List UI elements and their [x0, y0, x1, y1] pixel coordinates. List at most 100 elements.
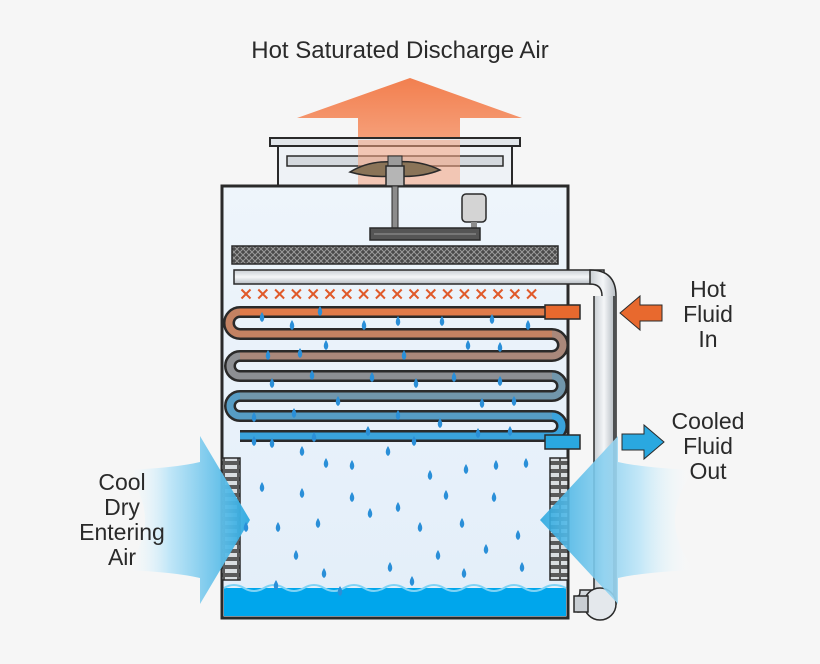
coil-bend: [226, 352, 241, 380]
droplet: [507, 426, 513, 436]
droplet: [317, 306, 323, 316]
droplet: [465, 340, 471, 350]
droplet: [349, 492, 355, 502]
spray-marker-icon: [442, 288, 453, 300]
droplet: [259, 312, 265, 322]
label-line: Fluid: [683, 301, 733, 327]
cool-air-right-arrow-icon: [540, 436, 695, 604]
label-line: In: [698, 326, 718, 352]
droplet: [493, 460, 499, 470]
droplet: [525, 320, 531, 330]
spray-marker-icon: [408, 288, 420, 300]
droplet: [491, 492, 497, 502]
droplet: [401, 350, 407, 360]
droplet: [395, 410, 401, 420]
spray-marker-icon: [274, 288, 285, 300]
drift-eliminator: [231, 245, 559, 265]
droplet: [243, 522, 249, 532]
label-line: Air: [107, 544, 137, 570]
droplet: [315, 518, 321, 528]
spray-marker-icon: [291, 288, 302, 300]
droplet: [337, 586, 343, 596]
label-line: Out: [689, 458, 727, 484]
droplet: [497, 376, 503, 386]
spray-marker-icon: [375, 288, 386, 300]
droplet: [259, 482, 265, 492]
droplet: [299, 446, 305, 456]
spray-marker-icon: [324, 288, 336, 300]
droplet: [269, 438, 275, 448]
droplet: [523, 458, 529, 468]
droplet: [519, 562, 525, 572]
droplet: [297, 348, 303, 358]
title-text: Hot Saturated Discharge Air: [251, 37, 549, 64]
droplet: [435, 550, 441, 560]
droplet: [437, 418, 443, 428]
droplet: [497, 342, 503, 352]
coil-bend: [551, 330, 567, 360]
droplet: [489, 314, 495, 324]
droplet: [483, 544, 489, 554]
spray-marker-icon: [509, 288, 521, 300]
droplet: [349, 460, 355, 470]
label-line: Cool: [98, 469, 146, 495]
label-line: Cooled: [671, 408, 745, 434]
droplet: [251, 412, 257, 422]
cool-air-left-arrow-icon: [125, 436, 250, 604]
spray-marker-icon: [341, 288, 353, 300]
droplet: [439, 316, 445, 326]
hot-fluid-in-arrow-icon: [619, 294, 663, 332]
droplet: [475, 428, 481, 438]
droplet: [385, 446, 391, 456]
droplet: [461, 568, 467, 578]
droplet: [427, 470, 433, 480]
droplet: [417, 522, 423, 532]
coil-bend: [226, 392, 241, 420]
spray-marker-icon: [240, 288, 252, 300]
droplet: [323, 340, 329, 350]
droplet: [299, 488, 305, 498]
cooled-fluid-out-arrow-icon: [621, 423, 665, 461]
water-basin: [223, 584, 567, 616]
droplet: [395, 502, 401, 512]
droplet: [361, 320, 367, 330]
spray-marker-icon: [425, 288, 437, 300]
droplet: [323, 458, 329, 468]
droplet: [365, 426, 371, 436]
droplet: [293, 550, 299, 560]
droplet: [367, 508, 373, 518]
spray-marker-icon: [391, 288, 403, 300]
label-line: Dry: [104, 494, 140, 520]
spray-marker-icon: [526, 288, 537, 300]
water-droplet-icon: [243, 306, 531, 596]
droplet: [515, 530, 521, 540]
droplet: [265, 350, 271, 360]
droplet: [309, 370, 315, 380]
droplet: [321, 568, 327, 578]
spray-nozzles: [240, 288, 537, 300]
label-line: Hot: [690, 276, 726, 302]
hot-fluid-in-label: Hot Fluid In: [668, 277, 748, 352]
diagram-title: Hot Saturated Discharge Air: [200, 38, 600, 63]
droplet: [409, 576, 415, 586]
droplet: [269, 378, 275, 388]
droplet: [335, 396, 341, 406]
cooled-fluid-out-label: Cooled Fluid Out: [660, 409, 756, 484]
spray-marker-icon: [475, 288, 487, 300]
droplet: [443, 490, 449, 500]
droplet: [387, 562, 393, 572]
coil-bend: [551, 372, 566, 400]
spray-marker-icon: [492, 288, 504, 300]
label-line: Entering: [79, 519, 165, 545]
label-line: Fluid: [683, 433, 733, 459]
spray-marker-icon: [257, 288, 269, 300]
droplet: [311, 432, 317, 442]
droplet: [479, 398, 485, 408]
droplet: [289, 320, 295, 330]
droplet: [275, 522, 281, 532]
droplet: [451, 372, 457, 382]
droplet: [273, 580, 279, 590]
droplet: [463, 464, 469, 474]
cooled-fluid-outlet-stub: [544, 434, 581, 450]
